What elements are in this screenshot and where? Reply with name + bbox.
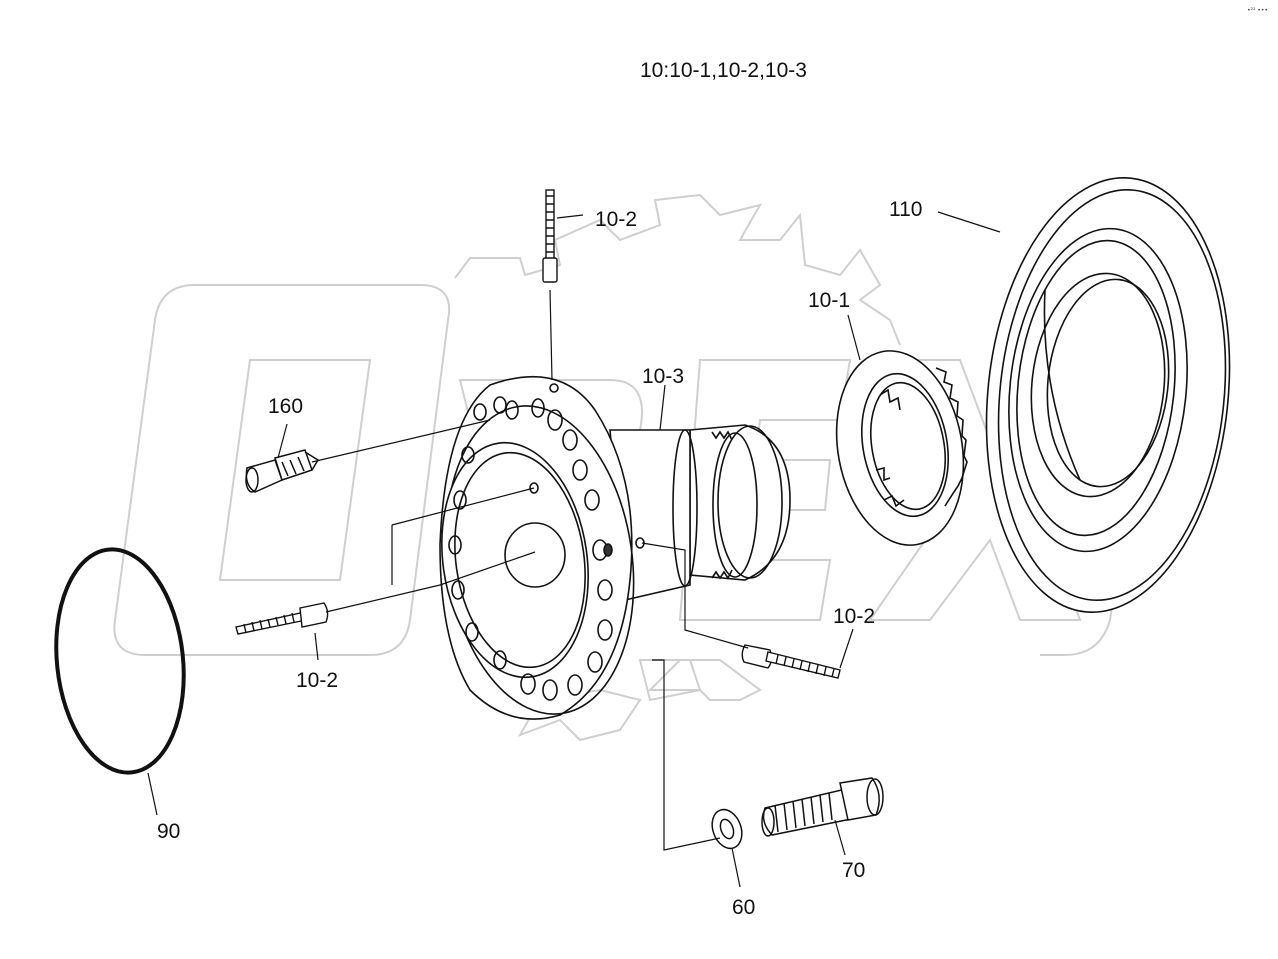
part-110-seal [985, 177, 1231, 613]
part-70-cap-screw [761, 777, 884, 837]
watermark-letter-o [113, 284, 451, 656]
callout-10-2-left: 10-2 [296, 669, 339, 692]
callout-90: 90 [157, 820, 181, 843]
part-10-2-stud-right [741, 644, 841, 679]
corner-mark: •²² ••• [1247, 7, 1268, 14]
callout-60: 60 [732, 896, 756, 919]
diagram-title: 10:10-1,10-2,10-3 [640, 59, 807, 82]
callout-160: 160 [268, 395, 304, 418]
flange-bolt-holes [448, 396, 613, 701]
callout-10-2-top: 10-2 [595, 208, 638, 231]
part-160-plug [245, 449, 320, 493]
callout-110: 110 [889, 198, 923, 221]
watermark-gear-icon [454, 193, 901, 346]
part-90-o-ring [54, 547, 186, 775]
callout-10-1: 10-1 [808, 289, 851, 312]
callout-10-2-right: 10-2 [833, 605, 876, 628]
part-10-2-stud-left [235, 602, 329, 635]
part-60-washer [711, 808, 743, 850]
part-10-2-stud-top [542, 189, 558, 283]
callout-70: 70 [842, 859, 866, 882]
part-10-1-ring-nut [835, 350, 968, 546]
callout-10-3: 10-3 [642, 365, 685, 388]
leader-lines [147, 211, 1001, 888]
part-10-3-hub [439, 375, 791, 720]
